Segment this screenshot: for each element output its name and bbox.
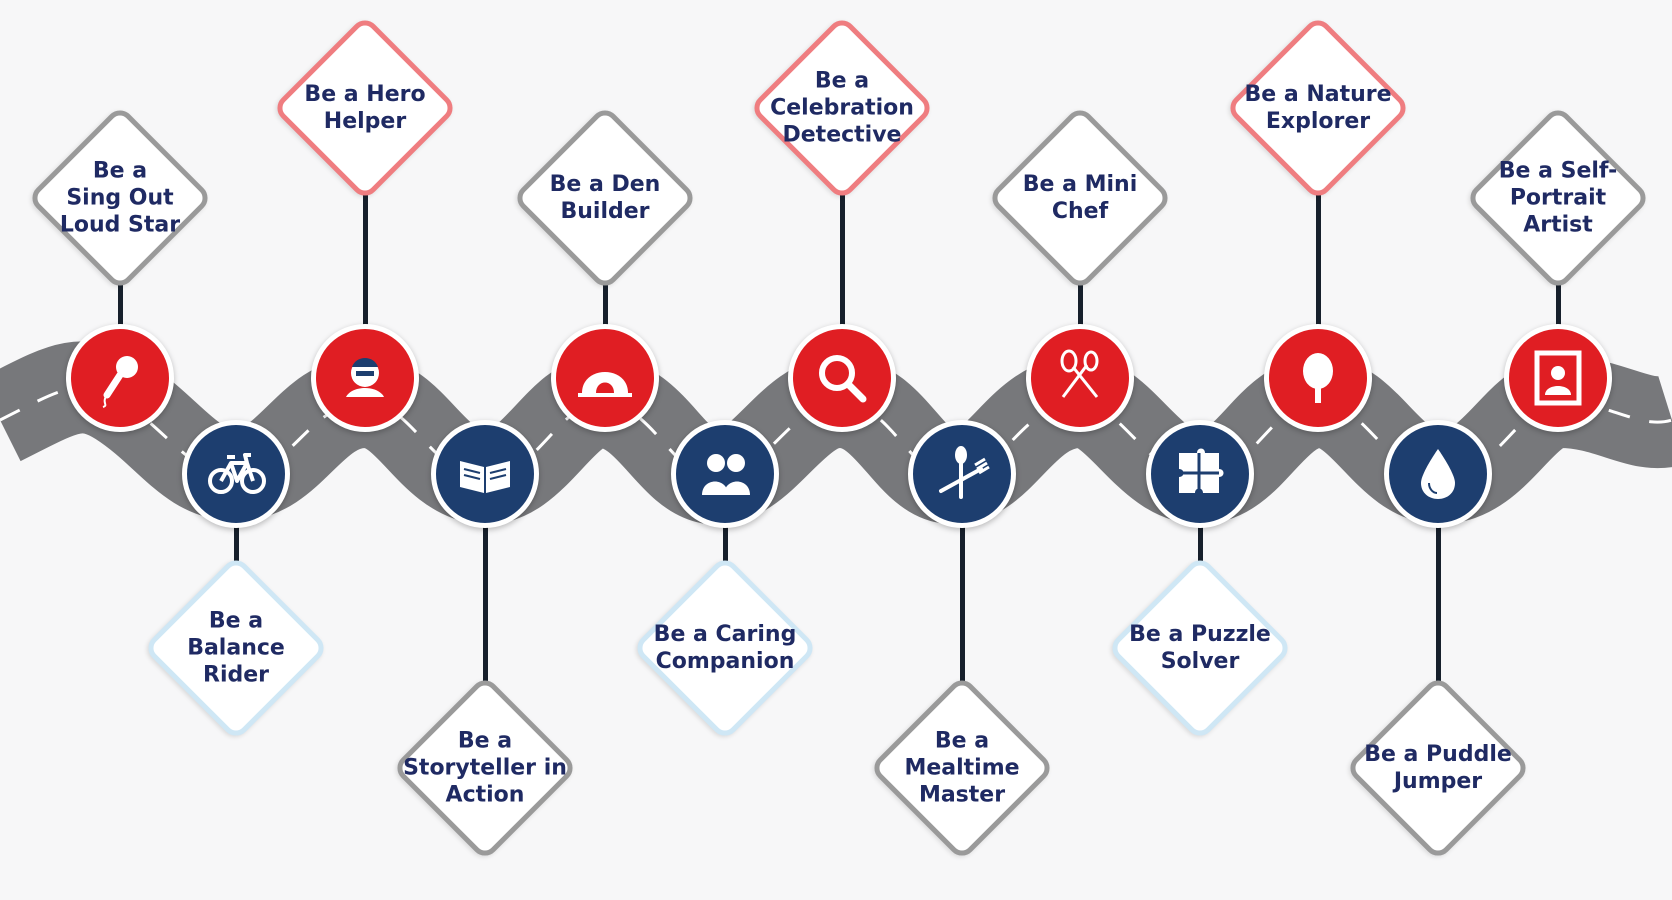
milestone-badge	[671, 420, 779, 528]
book-icon	[460, 461, 510, 493]
connector-line	[602, 198, 608, 378]
connector-line	[1555, 198, 1561, 378]
connector-line	[1435, 474, 1441, 768]
milestone-badge	[1504, 324, 1612, 432]
microphone-icon	[102, 356, 138, 408]
connector-line	[1077, 198, 1083, 378]
whisk-spoon-icon	[1060, 349, 1099, 398]
friends-icon	[702, 454, 750, 495]
milestone-badge	[788, 324, 896, 432]
connector-line	[362, 108, 368, 378]
portrait-frame-icon	[1534, 350, 1582, 406]
spoon-fork-icon	[939, 446, 990, 499]
milestone-badge	[908, 420, 1016, 528]
den-icon	[578, 372, 632, 397]
milestone-badge	[1146, 420, 1254, 528]
hero-icon	[346, 358, 384, 397]
puzzle-icon	[1179, 448, 1224, 493]
water-drop-icon	[1421, 449, 1455, 499]
connector-line	[959, 474, 965, 768]
connector-line	[839, 108, 845, 378]
milestone-badge	[1026, 324, 1134, 432]
bicycle-icon	[208, 453, 266, 494]
connector-line	[1315, 108, 1321, 378]
milestone-badge	[311, 324, 419, 432]
milestone-label: Be a Self-Portrait Artist	[1498, 158, 1618, 238]
milestone-badge	[431, 420, 539, 528]
milestone-badge	[1384, 420, 1492, 528]
connector-line	[117, 198, 123, 378]
magnifier-icon	[819, 355, 867, 403]
milestone-badge	[182, 420, 290, 528]
tree-icon	[1303, 353, 1333, 403]
milestone-badge	[66, 324, 174, 432]
milestone-badge	[551, 324, 659, 432]
milestone-badge	[1264, 324, 1372, 432]
connector-line	[482, 474, 488, 768]
